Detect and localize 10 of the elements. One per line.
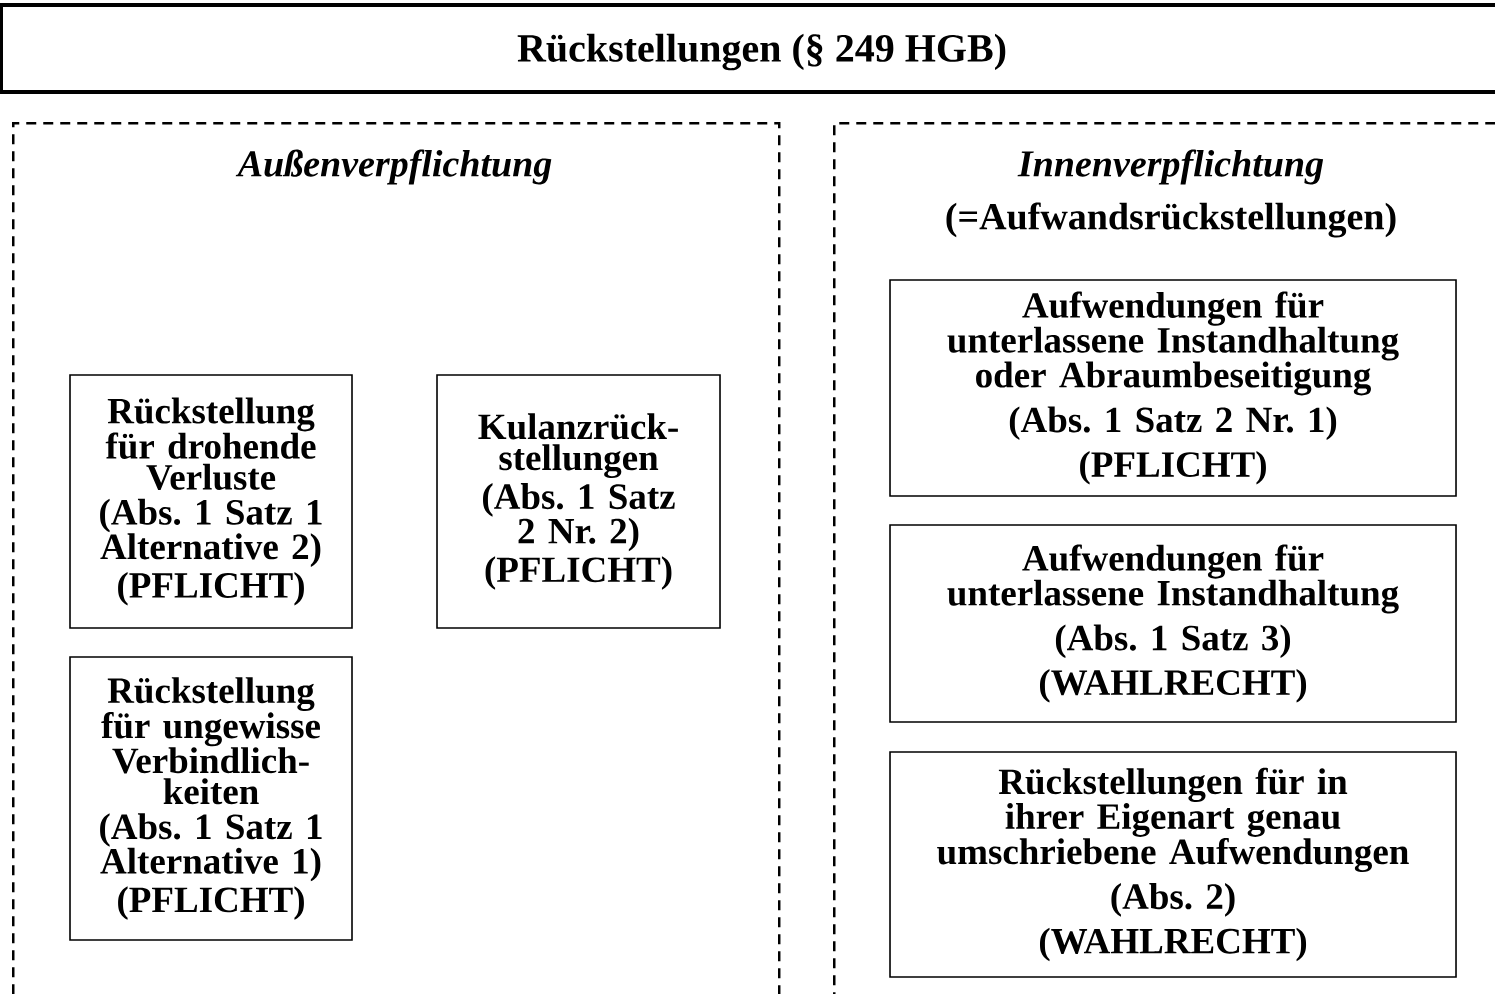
text-box: Rückstellungen für in ihrer Eigenart genau umschriebene Aufwendungen (Abs. 2) (WAHLRECHT)	[889, 751, 1457, 978]
text-box: Kulanzrück- stellungen (Abs. 1 Satz 2 Nr. 2) (PFLICHT)	[436, 374, 721, 629]
panel-heading: Innenverpflichtung	[1017, 149, 1324, 185]
text-box: Rückstellung für ungewisse Verbindlich- keiten (Abs. 1 Satz 1 Alternative 1) (PFLICHT)	[69, 656, 353, 941]
text-box: Aufwendungen für unterlassene Instandhaltung oder Abraumbeseitigung (Abs. 1 Satz 2 Nr. 1) (PFLICHT)	[889, 279, 1457, 497]
text-box: Rückstellung für drohende Verluste (Abs. 1 Satz 1 Alternative 2) (PFLICHT)	[69, 374, 353, 629]
title-box: Rückstellungen (§ 249 HGB)	[0, 3, 1495, 94]
panel-subheading: (=Aufwandsrückstellungen)	[946, 202, 1396, 238]
panel-heading: Außenverpflichtung	[235, 149, 552, 185]
text-box: Aufwendungen für unterlassene Instandhaltung (Abs. 1 Satz 3) (WAHLRECHT)	[889, 524, 1457, 723]
